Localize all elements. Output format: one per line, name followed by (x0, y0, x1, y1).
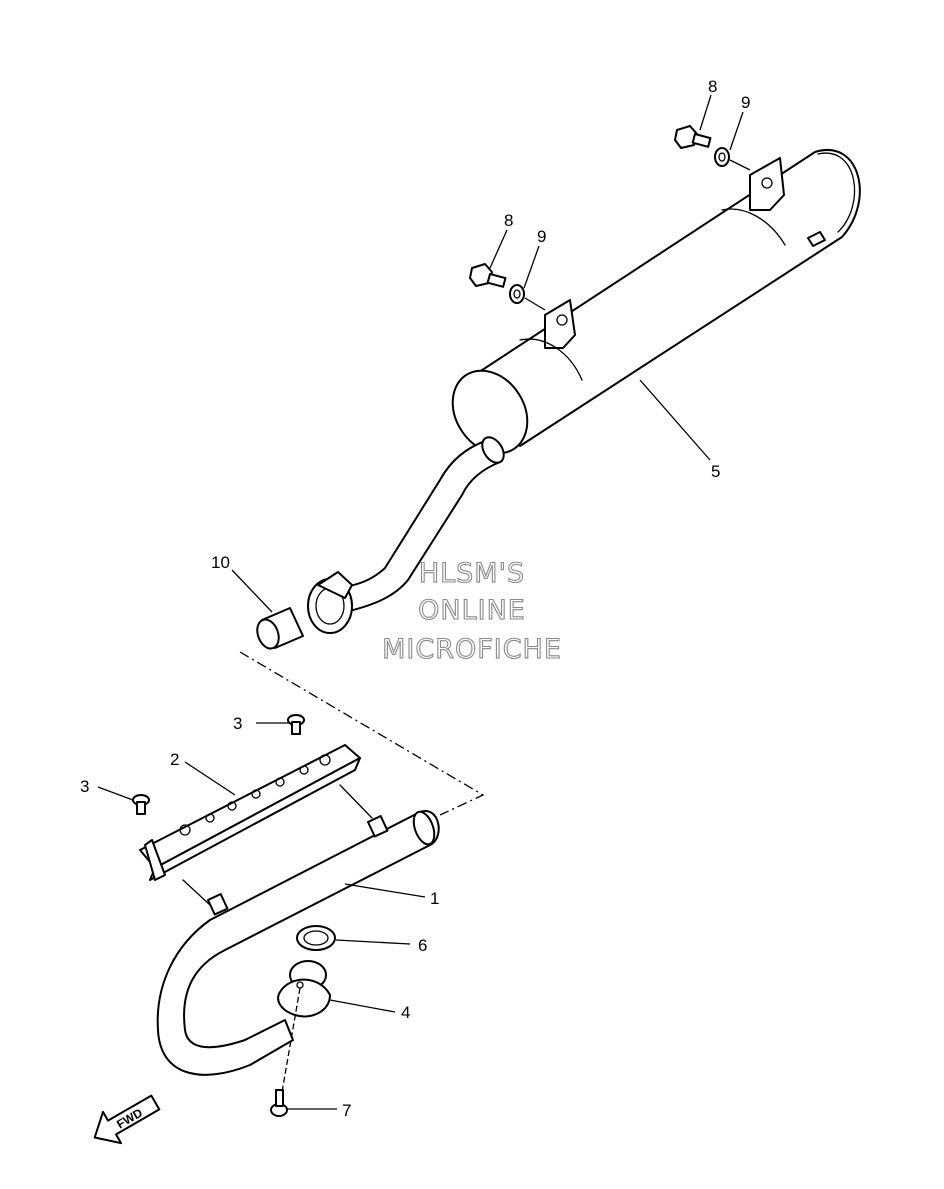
callout-6: 6 (418, 936, 427, 955)
callout-3-upper: 3 (233, 714, 242, 733)
callout-2: 2 (170, 750, 179, 769)
callout-1: 1 (430, 889, 439, 908)
callout-labels: 8 9 8 9 5 10 3 2 3 1 6 4 7 (80, 77, 750, 1120)
assembly-line (182, 879, 211, 906)
callout-8-lower: 8 (504, 211, 513, 230)
callout-9-lower: 9 (537, 227, 546, 246)
callout-3-lower: 3 (80, 777, 89, 796)
centre-line (239, 651, 485, 816)
heat-protector (139, 744, 361, 881)
leader-lines (97, 94, 744, 1110)
fwd-arrow: FWD (93, 1094, 161, 1145)
assembly-line (339, 784, 373, 819)
watermark-line-1: HLSM'S (419, 558, 525, 589)
watermark: HLSM'S ONLINE MICROFICHE (382, 557, 562, 665)
washer-upper (714, 147, 730, 167)
watermark-line-3: MICROFICHE (382, 634, 562, 665)
exhaust-pipe (156, 810, 440, 1076)
washer-lower (509, 284, 525, 304)
bolt-upper (674, 125, 712, 149)
screw-upper (287, 714, 305, 735)
flange-joint (277, 960, 331, 1018)
flange-bolt (270, 1089, 288, 1117)
assembly-line (729, 159, 751, 171)
callout-9-upper: 9 (741, 93, 750, 112)
callout-7: 7 (342, 1101, 351, 1120)
gasket-ring (296, 925, 336, 951)
bolt-lower (469, 263, 507, 288)
sleeve-gasket (256, 607, 304, 650)
callout-4: 4 (401, 1003, 410, 1022)
assembly-line (524, 297, 546, 311)
screw-lower (132, 794, 150, 815)
muffler (451, 149, 861, 455)
link-pipe (307, 436, 505, 634)
callout-8-upper: 8 (708, 77, 717, 96)
watermark-line-2: ONLINE (418, 595, 526, 626)
callout-10: 10 (211, 553, 230, 572)
callout-5: 5 (711, 462, 720, 481)
